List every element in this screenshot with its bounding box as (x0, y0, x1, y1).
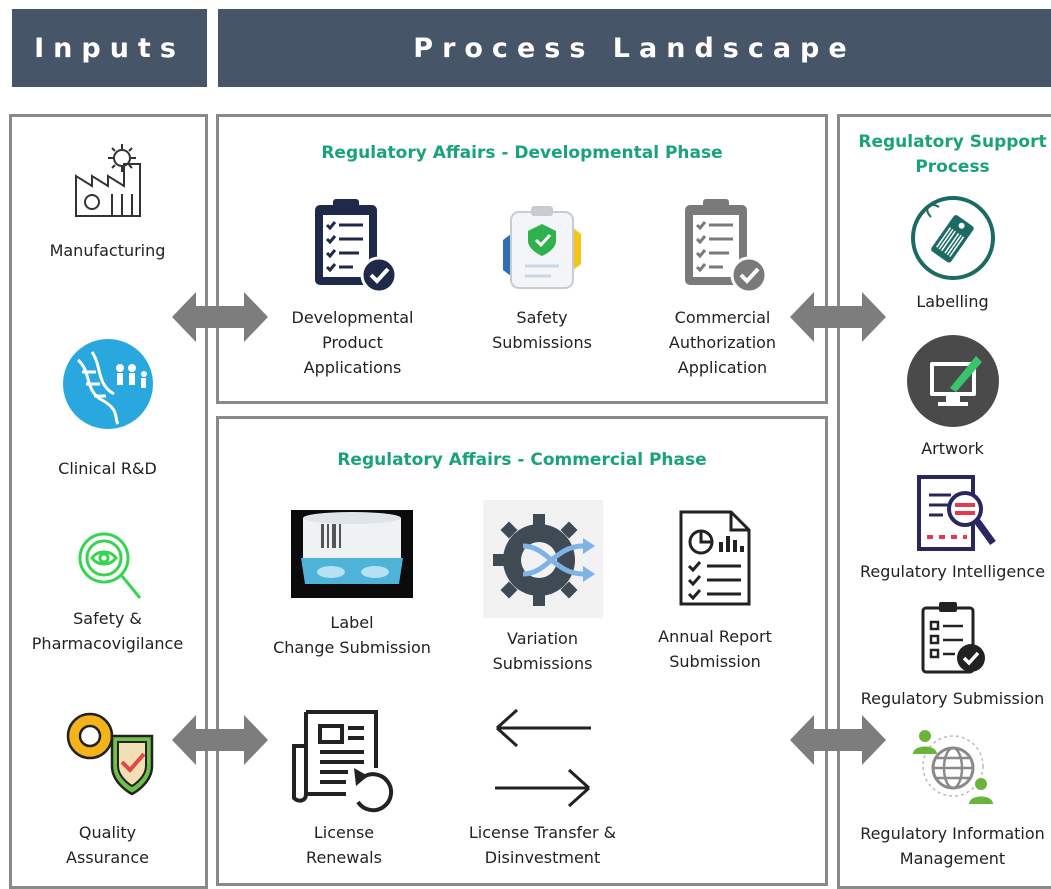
commercial-authorization-label: Commercial Authorization Application (668, 308, 777, 377)
globe-users-icon (912, 730, 993, 804)
manufacturing-label: Manufacturing (49, 241, 166, 260)
license-transfer: License Transfer & Disinvestment (455, 706, 630, 871)
label-change-submission-label: Label Change Submission (273, 613, 431, 657)
clipboard-check-icon (314, 199, 397, 294)
double-arrow-icon (790, 292, 886, 342)
quality-label: Quality Assurance (66, 823, 149, 867)
annual-report-submission-label: Annual Report Submission (658, 627, 772, 671)
magnifier-eye-icon (78, 532, 141, 599)
tag-icon (910, 196, 995, 280)
safety-submissions: Safety Submissions (472, 195, 612, 355)
clinical-label: Clinical R&D (58, 459, 157, 478)
support-information-management: Regulatory Information Management (850, 724, 1051, 874)
commercial-authorization-application: Commercial Authorization Application (640, 195, 805, 380)
support-title: Regulatory Support Process (858, 132, 1047, 177)
inputs-panel (9, 114, 208, 889)
license-renewals-label: License Renewals (306, 823, 382, 867)
double-arrow-icon (172, 292, 268, 342)
quality-shield-gear-icon (66, 712, 153, 796)
dna-research-icon (62, 339, 153, 429)
dev-product-applications: Developmental Product Applications (270, 195, 435, 380)
safety-submissions-label: Safety Submissions (492, 308, 592, 352)
swap-arrows-icon (494, 708, 591, 808)
support-intelligence: Regulatory Intelligence (850, 473, 1051, 583)
checklist-icon (921, 602, 985, 674)
double-arrow-icon (172, 715, 268, 765)
license-renewals: License Renewals (284, 706, 404, 871)
license-transfer-label: License Transfer & Disinvestment (468, 823, 617, 867)
intelligence-label: Regulatory Intelligence (859, 562, 1046, 581)
input-quality: Quality Assurance (20, 706, 195, 871)
variation-submissions: Variation Submissions (470, 500, 615, 680)
safety-label: Safety & Pharmacovigilance (31, 609, 184, 653)
inputs-header: Inputs (12, 9, 207, 87)
support-artwork: Artwork (865, 334, 1040, 464)
submission-label: Regulatory Submission (860, 689, 1045, 708)
label-change-submission: Label Change Submission (262, 510, 442, 660)
annual-report-submission: Annual Report Submission (640, 508, 790, 678)
support-submission: Regulatory Submission (850, 600, 1051, 715)
input-manufacturing: Manufacturing (20, 138, 195, 268)
process-landscape-header: Process Landscape (218, 9, 1051, 87)
report-chart-icon (679, 510, 751, 606)
dev-product-applications-label: Developmental Product Applications (291, 308, 414, 377)
information-management-label: Regulatory Information Management (860, 824, 1045, 868)
support-labelling: Labelling (865, 195, 1040, 325)
artwork-label: Artwork (921, 439, 984, 458)
label-roll-image (291, 510, 413, 598)
monitor-pen-icon (906, 335, 999, 427)
developmental-phase-title: Regulatory Affairs - Developmental Phase (321, 143, 723, 163)
double-arrow-icon (790, 715, 886, 765)
shield-document-icon (503, 206, 581, 289)
commercial-phase-title: Regulatory Affairs - Commercial Phase (337, 450, 707, 470)
document-refresh-icon (292, 710, 394, 813)
gear-shuffle-icon (482, 500, 603, 618)
factory-icon (74, 144, 141, 217)
document-search-icon (916, 475, 996, 551)
input-safety: Safety & Pharmacovigilance (20, 528, 195, 658)
input-clinical: Clinical R&D (20, 338, 195, 488)
labelling-label: Labelling (916, 292, 989, 311)
variation-submissions-label: Variation Submissions (492, 629, 593, 673)
clipboard-check-grey-icon (684, 199, 767, 294)
